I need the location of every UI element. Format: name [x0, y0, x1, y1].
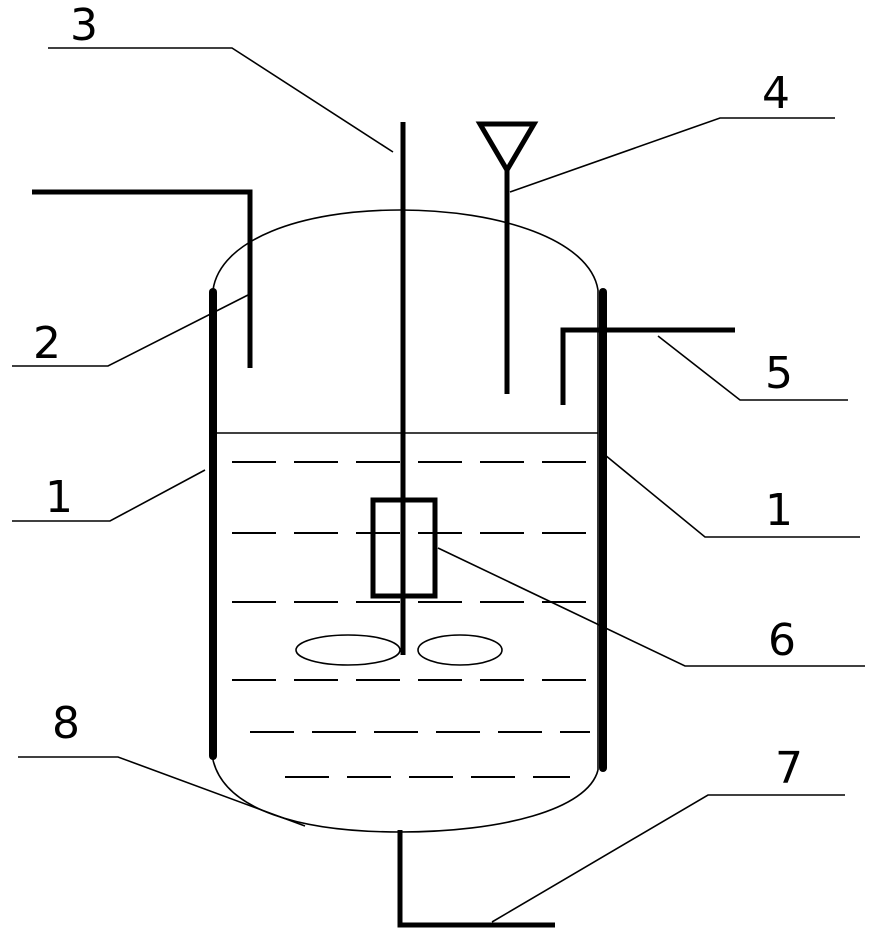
impeller [295, 634, 503, 666]
liquid-lines [232, 461, 590, 778]
sensor-probe [370, 497, 438, 599]
leader-4 [509, 117, 835, 193]
label-6: 6 [768, 615, 796, 666]
leader-7 [491, 794, 845, 923]
label-2: 2 [33, 318, 61, 369]
vessel-bottom-dome [212, 759, 599, 833]
label-5: 5 [765, 348, 793, 399]
leader-3 [48, 47, 394, 153]
vessel-top-dome [212, 209, 599, 291]
drain-pipe [397, 830, 555, 928]
leader-1-right [604, 454, 860, 538]
outlet-pipe [560, 327, 735, 405]
impeller-blade-right [417, 634, 503, 666]
leader-6 [437, 547, 865, 667]
label-8: 8 [52, 698, 80, 749]
label-1-right: 1 [765, 485, 793, 536]
leader-lines [12, 47, 865, 923]
impeller-blade-left [295, 634, 401, 666]
label-7: 7 [775, 743, 803, 794]
funnel-head [475, 121, 539, 175]
leader-1-left [12, 469, 206, 522]
label-1-left: 1 [45, 472, 73, 523]
leader-2 [12, 294, 249, 367]
inlet-pipe [32, 189, 253, 368]
label-4: 4 [762, 68, 790, 119]
leader-8 [18, 756, 306, 827]
feed-funnel [475, 121, 539, 394]
leader-5 [657, 335, 848, 401]
label-3: 3 [70, 0, 98, 51]
